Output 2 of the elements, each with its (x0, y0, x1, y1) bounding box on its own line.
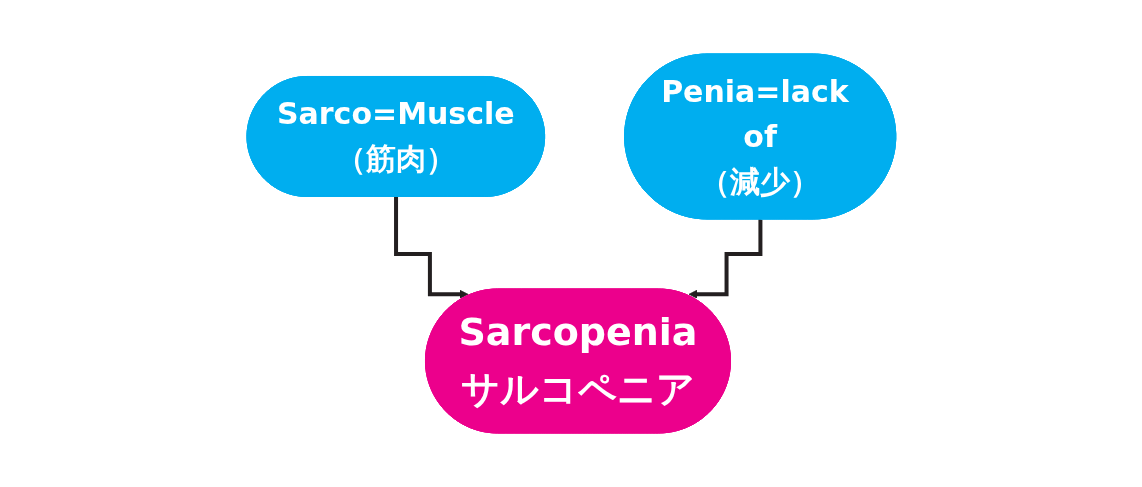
arrow (393, 195, 469, 299)
arrow (688, 217, 763, 299)
